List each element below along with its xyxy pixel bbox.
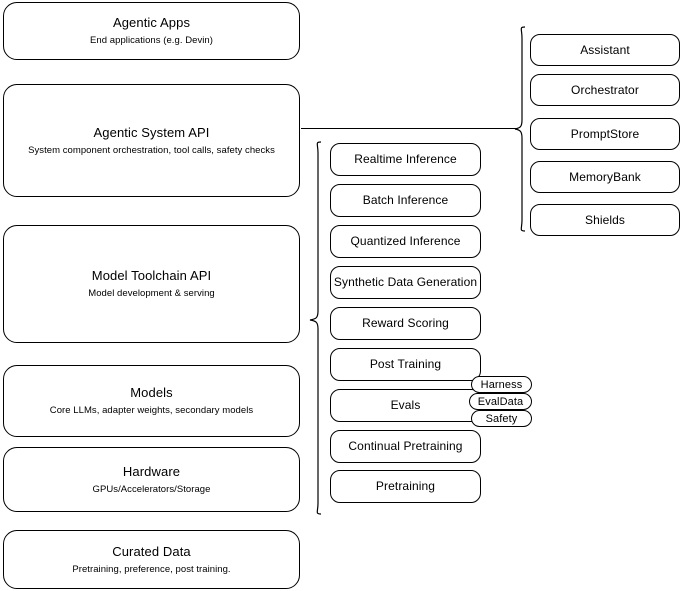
toolchain-label: Reward Scoring xyxy=(362,316,449,330)
component-box-assistant[interactable]: Assistant xyxy=(530,34,680,66)
eval-badge-evaldata[interactable]: EvalData xyxy=(469,393,532,410)
toolchain-label: Continual Pretraining xyxy=(348,439,463,453)
toolchain-box-reward-scoring[interactable]: Reward Scoring xyxy=(330,307,481,340)
layer-subtitle: End applications (e.g. Devin) xyxy=(90,35,213,46)
toolchain-label: Quantized Inference xyxy=(350,234,461,248)
component-label: Orchestrator xyxy=(571,82,639,97)
layer-subtitle: Core LLMs, adapter weights, secondary mo… xyxy=(49,405,254,416)
toolchain-box-quantized-inference[interactable]: Quantized Inference xyxy=(330,225,481,258)
component-label: Shields xyxy=(584,212,626,227)
toolchain-box-batch-inference[interactable]: Batch Inference xyxy=(330,184,481,217)
eval-badge-label: Harness xyxy=(480,378,523,391)
layer-box-model-toolchain-api[interactable]: Model Toolchain API Model development & … xyxy=(3,225,300,343)
layer-subtitle: Model development & serving xyxy=(88,288,215,299)
layer-title: Agentic Apps xyxy=(112,15,191,30)
eval-badge-label: Safety xyxy=(485,412,518,425)
brace-model-toolchain-capabilities xyxy=(309,141,322,515)
toolchain-label: Pretraining xyxy=(375,479,436,493)
brace-system-api-components xyxy=(514,26,526,232)
toolchain-box-post-training[interactable]: Post Training xyxy=(330,348,481,381)
layer-subtitle: GPUs/Accelerators/Storage xyxy=(92,483,211,495)
eval-badge-safety[interactable]: Safety xyxy=(471,410,532,427)
toolchain-box-realtime-inference[interactable]: Realtime Inference xyxy=(330,143,481,176)
toolchain-label: Synthetic Data Generation xyxy=(333,275,478,289)
layer-box-agentic-apps[interactable]: Agentic Apps End applications (e.g. Devi… xyxy=(3,2,300,60)
layer-box-models[interactable]: Models Core LLMs, adapter weights, secon… xyxy=(3,365,300,437)
layer-title: Model Toolchain API xyxy=(91,268,212,283)
toolchain-label: Realtime Inference xyxy=(354,152,457,166)
component-label: PromptStore xyxy=(570,126,640,141)
layer-box-agentic-system-api[interactable]: Agentic System API System component orch… xyxy=(3,84,300,197)
toolchain-box-synthetic-data-generation[interactable]: Synthetic Data Generation xyxy=(330,266,481,299)
toolchain-label: Evals xyxy=(390,398,421,412)
component-box-orchestrator[interactable]: Orchestrator xyxy=(530,74,680,106)
component-box-memorybank[interactable]: MemoryBank xyxy=(530,161,680,193)
layer-title: Curated Data xyxy=(112,543,191,559)
toolchain-label: Post Training xyxy=(369,357,442,371)
toolchain-box-continual-pretraining[interactable]: Continual Pretraining xyxy=(330,430,481,463)
component-box-promptstore[interactable]: PromptStore xyxy=(530,118,680,150)
eval-badge-label: EvalData xyxy=(477,395,524,408)
layer-box-hardware[interactable]: Hardware GPUs/Accelerators/Storage xyxy=(3,447,300,512)
layer-box-curated-data[interactable]: Curated Data Pretraining, preference, po… xyxy=(3,530,300,589)
component-box-shields[interactable]: Shields xyxy=(530,204,680,236)
layer-subtitle: System component orchestration, tool cal… xyxy=(28,144,275,156)
component-label: Assistant xyxy=(580,42,630,57)
component-label: MemoryBank xyxy=(569,169,641,184)
connector-system-api-to-components xyxy=(301,128,517,129)
toolchain-box-evals[interactable]: Evals xyxy=(330,389,481,422)
layer-title: Agentic System API xyxy=(93,124,210,140)
layer-subtitle: Pretraining, preference, post training. xyxy=(72,563,231,575)
toolchain-box-pretraining[interactable]: Pretraining xyxy=(330,470,481,503)
layer-title: Hardware xyxy=(122,463,181,479)
toolchain-label: Batch Inference xyxy=(362,193,449,207)
eval-badge-harness[interactable]: Harness xyxy=(471,376,532,393)
layer-title: Models xyxy=(130,385,173,400)
